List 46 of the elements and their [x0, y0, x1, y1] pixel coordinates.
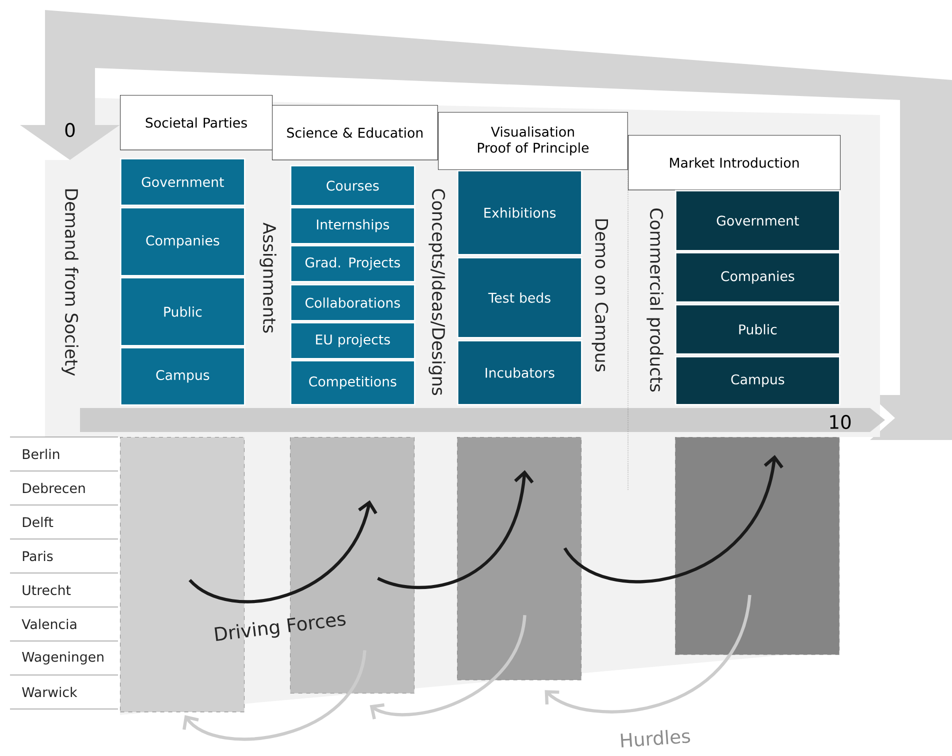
vertical-label: Demo on Campus — [592, 219, 608, 372]
category-box: Incubators — [457, 340, 582, 406]
curved-arrow — [544, 594, 752, 714]
category-box: Campus — [675, 356, 840, 406]
curved-arrow — [564, 454, 784, 584]
vertical-label: Demand from Society — [62, 189, 78, 376]
curved-arrow — [370, 614, 526, 720]
column-header: Science & Education — [272, 105, 438, 160]
category-box: Companies — [675, 252, 840, 303]
category-box: Campus — [120, 347, 246, 406]
stage-box — [457, 437, 582, 680]
curved-arrow — [188, 500, 378, 604]
stage-box — [675, 437, 840, 655]
table-cell: Utrecht — [22, 584, 71, 596]
table-cell: Delft — [22, 516, 54, 528]
category-box: EU projects — [290, 322, 416, 360]
table-cell: Debrecen — [22, 482, 85, 494]
category-box: Public — [120, 277, 246, 346]
category-box: Companies — [120, 207, 246, 276]
vertical-label: Concepts/Ideas/Designs — [428, 189, 446, 396]
vertical-label: Commercial products — [646, 208, 664, 392]
caption-text: Hurdles — [620, 730, 690, 748]
table-cell: Wageningen — [22, 652, 104, 664]
table-cell: Valencia — [22, 618, 76, 630]
column-header: Societal Parties — [120, 95, 273, 150]
column-header: Visualisation Proof of Principle — [438, 112, 628, 170]
category-box: Government — [675, 190, 840, 252]
table-cell: Berlin — [22, 448, 60, 460]
curved-arrow — [377, 470, 534, 590]
scale-number: 10 — [830, 414, 851, 430]
category-box: Courses — [290, 165, 416, 206]
category-box: Public — [675, 304, 840, 355]
table-cell: Warwick — [22, 686, 78, 698]
category-box: Grad. Projects — [290, 245, 416, 282]
category-box: Test beds — [457, 257, 582, 338]
curved-arrow — [182, 650, 366, 741]
vertical-label: Assignments — [260, 222, 276, 333]
table-cell: Paris — [22, 550, 53, 562]
category-box: Exhibitions — [457, 170, 582, 256]
category-box: Competitions — [290, 360, 416, 406]
category-box: Collaborations — [290, 284, 416, 322]
scale-number: 0 — [65, 122, 75, 138]
column-header: Market Introduction — [628, 135, 841, 190]
category-box: Government — [120, 158, 246, 206]
category-box: Internships — [290, 207, 416, 244]
caption-text: Driving Forces — [214, 615, 346, 641]
